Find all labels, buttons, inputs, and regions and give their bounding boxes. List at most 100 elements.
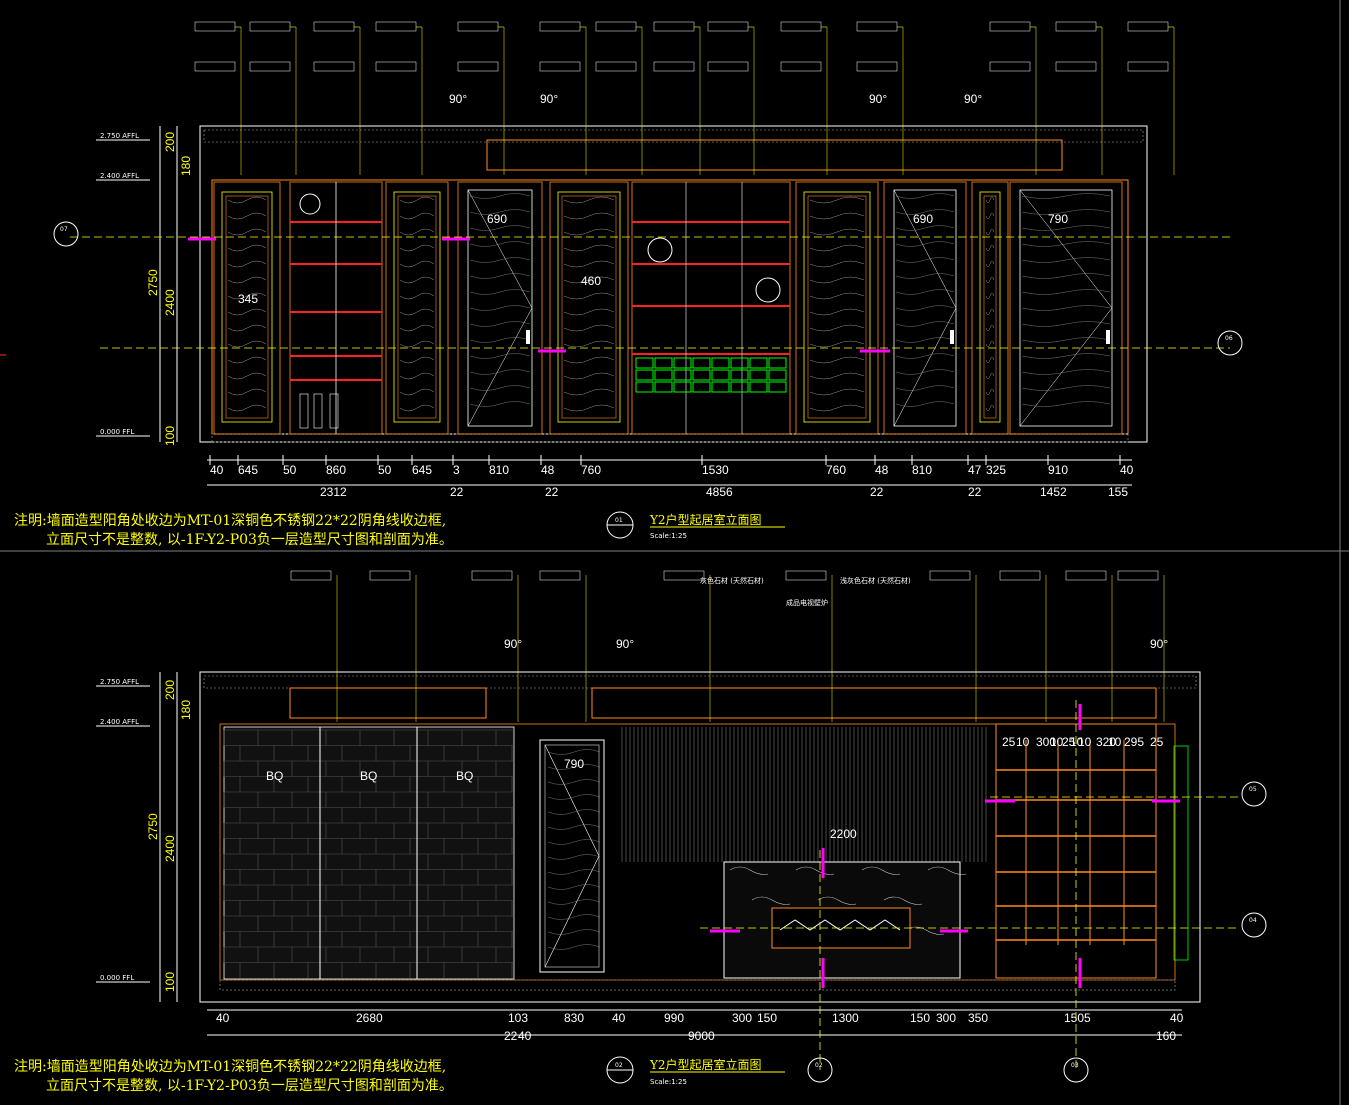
dim-text: 910 bbox=[1048, 463, 1068, 477]
dim-text: 4856 bbox=[706, 485, 733, 499]
panel bbox=[213, 181, 281, 435]
material-tag: 成品电视壁炉 bbox=[786, 598, 828, 607]
drawing-title-01: Y2户型起居室立面图 bbox=[649, 512, 762, 527]
dim-text: 645 bbox=[238, 463, 258, 477]
shelf-dim: 10 bbox=[1050, 735, 1064, 749]
dim-text: 40 bbox=[1170, 1011, 1184, 1025]
vdim-180: 180 bbox=[179, 700, 193, 720]
dim-text: 40 bbox=[1120, 463, 1134, 477]
material-tag: 浅灰色石材 (天然石材) bbox=[840, 576, 911, 585]
level-2400: 2.400 AFFL bbox=[100, 172, 139, 180]
dim-text: 150 bbox=[757, 1011, 777, 1025]
dim-text: 350 bbox=[968, 1011, 988, 1025]
panel bbox=[457, 181, 543, 435]
shelf-dim: 10 bbox=[1108, 735, 1122, 749]
bq-label: BQ bbox=[456, 769, 473, 783]
vdim-2750: 2750 bbox=[146, 269, 160, 296]
dim-text: 48 bbox=[875, 463, 889, 477]
section-07: 07 bbox=[60, 226, 68, 233]
shelf-dim: 25 bbox=[1150, 735, 1164, 749]
dim-text: 48 bbox=[541, 463, 555, 477]
door-angle: 90° bbox=[964, 92, 982, 106]
dim-text: 325 bbox=[986, 463, 1006, 477]
note-line-2: 立面尺寸不是整数, 以-1F-Y2-P03负一层造型尺寸图和剖面为准。 bbox=[46, 532, 453, 548]
section-02: 02 bbox=[815, 1062, 823, 1069]
dim-text: 160 bbox=[1156, 1029, 1176, 1043]
door-angle: 90° bbox=[540, 92, 558, 106]
dim-text: 2680 bbox=[356, 1011, 383, 1025]
section-06: 06 bbox=[1225, 335, 1233, 342]
dim-text: 103 bbox=[508, 1011, 528, 1025]
dim-text: 22 bbox=[545, 485, 559, 499]
shelf-dim: 295 bbox=[1124, 735, 1144, 749]
panel bbox=[549, 181, 629, 435]
dim-text: 47 bbox=[968, 463, 982, 477]
dim-text: 3 bbox=[453, 463, 460, 477]
panel bbox=[1009, 181, 1123, 435]
vdim-2400: 2400 bbox=[163, 289, 177, 316]
dim-text: 2312 bbox=[320, 485, 347, 499]
door-angle: 90° bbox=[504, 637, 522, 651]
dim-text: 760 bbox=[826, 463, 846, 477]
dim-2200: 2200 bbox=[830, 827, 857, 841]
vdim-2400: 2400 bbox=[163, 835, 177, 862]
dim-text: 50 bbox=[378, 463, 392, 477]
drawing-index-02: 02 bbox=[615, 1062, 623, 1069]
dim-text: 760 bbox=[581, 463, 601, 477]
dim-text: 990 bbox=[664, 1011, 684, 1025]
dim-text: 1452 bbox=[1040, 485, 1067, 499]
dim-text: 810 bbox=[912, 463, 932, 477]
panel bbox=[883, 181, 967, 435]
door-angle: 90° bbox=[1150, 637, 1168, 651]
dim-text: 50 bbox=[283, 463, 297, 477]
shelf-dim: 300 bbox=[1036, 735, 1056, 749]
inner-dim: 690 bbox=[913, 212, 933, 226]
dim-text: 810 bbox=[489, 463, 509, 477]
note-line-2: 立面尺寸不是整数, 以-1F-Y2-P03负一层造型尺寸图和剖面为准。 bbox=[46, 1078, 453, 1094]
section-04: 04 bbox=[1249, 917, 1257, 924]
panel bbox=[795, 181, 879, 435]
level-2750: 2.750 AFFL bbox=[100, 132, 139, 140]
vdim-100: 100 bbox=[163, 426, 177, 446]
drawing-scale-02: Scale:1:25 bbox=[650, 1078, 687, 1086]
panel bbox=[385, 181, 449, 435]
bq-label: BQ bbox=[266, 769, 283, 783]
inner-dim: 690 bbox=[487, 212, 507, 226]
dim-text: 830 bbox=[564, 1011, 584, 1025]
shelf-dim: 10 bbox=[1016, 735, 1030, 749]
dim-text: 40 bbox=[518, 1029, 532, 1043]
vdim-2750: 2750 bbox=[146, 813, 160, 840]
drawing-scale-01: Scale:1:25 bbox=[650, 532, 687, 540]
dim-790: 790 bbox=[564, 757, 584, 771]
section-05: 05 bbox=[1249, 786, 1257, 793]
dim-text: 300 bbox=[732, 1011, 752, 1025]
material-tag: 灰色石材 (天然石材) bbox=[700, 576, 764, 585]
dim-text: 22 bbox=[870, 485, 884, 499]
level-2750: 2.750 AFFL bbox=[100, 678, 139, 686]
vdim-180: 180 bbox=[179, 156, 193, 176]
shelf-dim: 25 bbox=[1002, 735, 1016, 749]
dim-text: 155 bbox=[1108, 485, 1128, 499]
bq-label: BQ bbox=[360, 769, 377, 783]
note-line-1: 注明:墙面造型阳角处收边为MT-01深铜色不锈钢22*22阴角线收边框, bbox=[14, 1058, 446, 1075]
shelf-dim: 10 bbox=[1078, 735, 1092, 749]
elevation-01: 690 460 690 790 345 200 180 2750 2400 100 2.… bbox=[14, 21, 1243, 548]
vdim-200: 200 bbox=[163, 132, 177, 152]
dim-text: 1505 bbox=[1064, 1011, 1091, 1025]
level-0: 0.000 FFL bbox=[100, 974, 134, 982]
drawing-title-02: Y2户型起居室立面图 bbox=[649, 1057, 762, 1072]
dim-text: 300 bbox=[936, 1011, 956, 1025]
dim-text: 150 bbox=[910, 1011, 930, 1025]
door-angle: 90° bbox=[869, 92, 887, 106]
inner-dim: 345 bbox=[238, 292, 258, 306]
inner-dim: 790 bbox=[1048, 212, 1068, 226]
shelf-dim: 25 bbox=[1062, 735, 1076, 749]
dim-text: 860 bbox=[326, 463, 346, 477]
section-03: 03 bbox=[1071, 1062, 1079, 1069]
dim-text: 1530 bbox=[702, 463, 729, 477]
dim-text: 645 bbox=[412, 463, 432, 477]
dim-text: 22 bbox=[504, 1029, 518, 1043]
inner-dim: 460 bbox=[581, 274, 601, 288]
panel bbox=[971, 181, 1009, 435]
